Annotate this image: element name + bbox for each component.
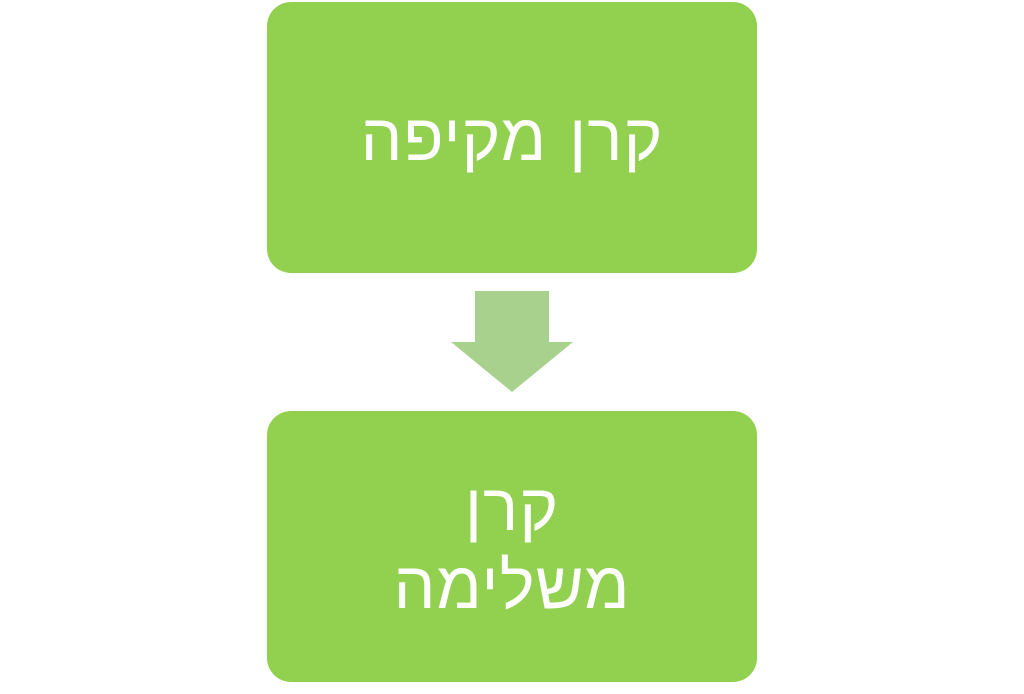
arrow-shape (451, 291, 573, 392)
bottom-node-label: קרן משלימה (393, 468, 631, 624)
bottom-node-box: קרן משלימה (267, 411, 757, 682)
top-node-label: קרן מקיפה (360, 98, 664, 176)
down-arrow-icon (451, 291, 573, 392)
top-node-box: קרן מקיפה (267, 2, 757, 273)
